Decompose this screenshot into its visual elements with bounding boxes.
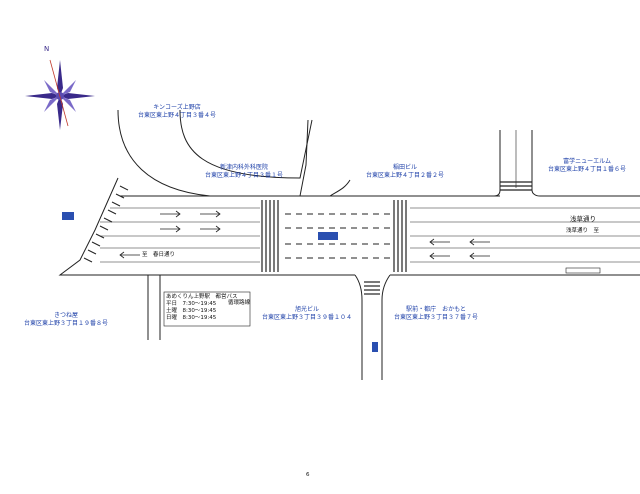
label-kasuga: 至 春日通り [142, 252, 176, 258]
label-akane: 旭光ビル台東区東上野３丁目３９番１０４ [262, 306, 353, 321]
station-marker-icon [62, 212, 74, 220]
lane-arrows [119, 210, 490, 260]
label-kincos: キンコーズ上野店台東区東上野４丁目３番４号 [138, 104, 217, 119]
crosswalk-diagonal-left [83, 185, 129, 263]
bus-stop-marker-icon [318, 232, 338, 240]
compass-letter: N [44, 45, 50, 53]
label-kinoya: きつね屋台東区東上野３丁目１９番８号 [24, 312, 109, 327]
crosswalk-left [261, 200, 279, 272]
bus-table: あめくりん上野駅 都営バス 平日 7:30〜19:45 土曜 8:30〜19:4… [166, 294, 238, 321]
label-asakusa-sub: 浅草通り 至 [566, 228, 600, 234]
page-number: 6 [306, 472, 310, 478]
compass-icon [25, 59, 95, 130]
label-ikeda: 稲田ビル台東区東上野４丁目２番２号 [366, 164, 445, 179]
label-asakusa: 浅草通り [570, 215, 596, 223]
bus-table-right: 循環路線 [228, 300, 251, 306]
crosswalk-south [364, 281, 380, 295]
label-ekimae: 駅前・都庁 おかもと台東区東上野３丁目３７番７号 [394, 306, 479, 321]
crosswalk-right [393, 200, 407, 272]
crosswalk-north [500, 181, 532, 191]
label-shinkyo: 新津内科外科医院台東区東上野４丁目３番１号 [205, 164, 284, 179]
label-fujimi: 富学ニューエルム台東区東上野４丁目１番６号 [548, 158, 627, 173]
map-marker-icon [372, 342, 378, 352]
